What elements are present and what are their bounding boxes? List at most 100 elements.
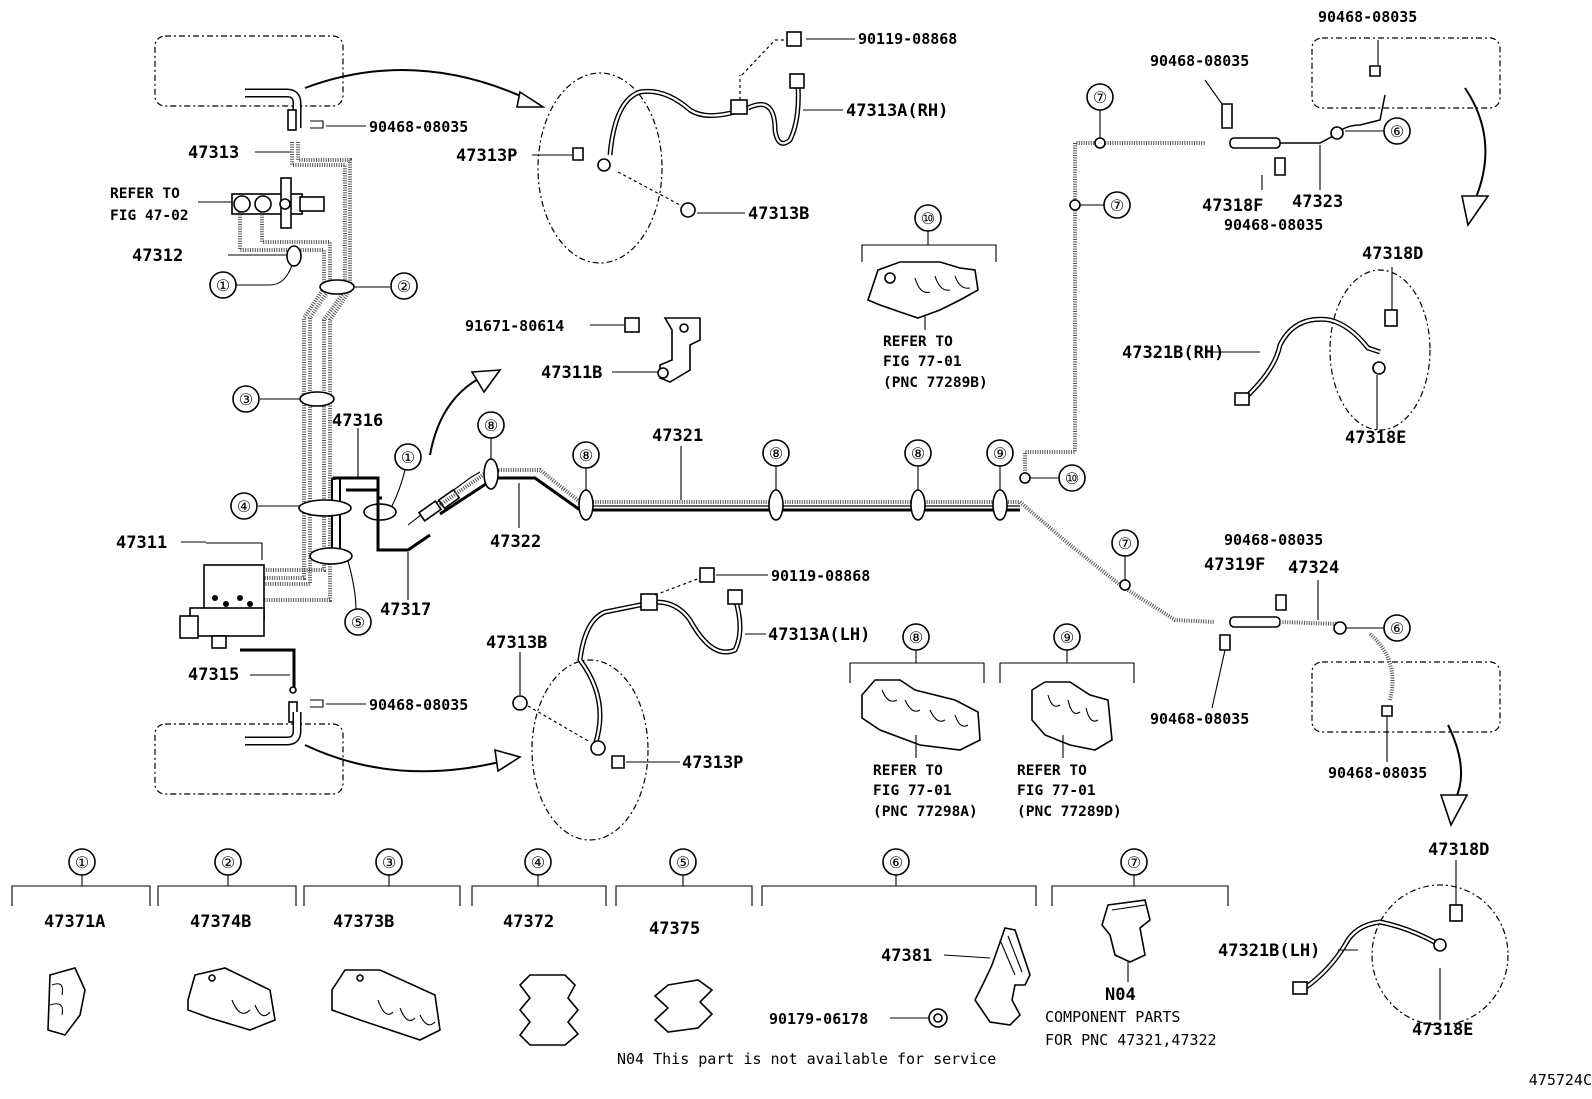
- label-47312: 47312: [132, 246, 183, 266]
- legend-7-note2: FOR PNC 47321,47322: [1045, 1031, 1217, 1049]
- callout-6-upper: ⑥: [1390, 122, 1404, 141]
- union-fitting-top: [287, 109, 297, 131]
- callout-7-upper-a: ⑦: [1093, 88, 1107, 107]
- label-90119-bottom: 90119-08868: [771, 567, 870, 585]
- legend-1-num: ①: [75, 853, 89, 872]
- clamp-2: [319, 279, 355, 295]
- fig-47-02-label: FIG 47-02: [110, 208, 189, 224]
- clamp-8d: [910, 489, 926, 521]
- legend-4-num: ④: [531, 853, 545, 872]
- clamp-10-detail: ⑩: [861, 204, 997, 330]
- label-47317: 47317: [380, 600, 431, 620]
- callout-6-lower: ⑥: [1390, 619, 1404, 638]
- legend-1: ① 47371A: [11, 848, 151, 1036]
- bolt-47313b-bottom: [512, 695, 528, 711]
- detail-ellipse-top: [537, 72, 663, 264]
- callout-3: ③: [239, 390, 253, 409]
- label-47324: 47324: [1288, 558, 1339, 578]
- bolt-47313b-top: [680, 202, 696, 218]
- callout-4: ④: [237, 497, 251, 516]
- legend-7-num: ⑦: [1127, 853, 1141, 872]
- legend-5: ⑤ 47375: [615, 848, 753, 1033]
- clamp-1-mid: [363, 503, 397, 521]
- legend-1-part: 47371A: [44, 912, 105, 932]
- label-90468-top-left: 90468-08035: [369, 118, 468, 136]
- label-47313p-top: 47313P: [456, 146, 517, 166]
- label-47313a-lh: 47313A(LH): [768, 625, 870, 645]
- main-tube: [438, 468, 1216, 624]
- legend-6: ⑥ 47381 90179-06178: [761, 848, 1037, 1028]
- detail-ellipse-lh: [1371, 884, 1509, 1026]
- callout-8-detail: ⑧: [909, 628, 923, 647]
- label-47318f: 47318F: [1202, 196, 1263, 216]
- detail-box-top-left: [154, 35, 546, 128]
- clip-47313p-top: [572, 147, 584, 161]
- hose-47321b-rh: [1234, 309, 1398, 406]
- clamp-10-point: [1019, 472, 1031, 484]
- bolt-90119-bottom: [699, 567, 715, 583]
- detail-box-bottom-right: [1311, 661, 1501, 733]
- label-90468-r5: 90468-08035: [1150, 710, 1249, 728]
- clamp-8b: [578, 489, 594, 521]
- label-47318e-top: 47318E: [1345, 428, 1406, 448]
- label-47318d-bottom: 47318D: [1428, 840, 1489, 860]
- bolt-90119-top: [786, 31, 802, 47]
- label-47313: 47313: [188, 143, 239, 163]
- clamp-1-upper: [286, 245, 302, 267]
- label-47318e-bottom: 47318E: [1412, 1020, 1473, 1040]
- legend-2: ② 47374B: [157, 848, 297, 1031]
- callout-8d: ⑧: [911, 444, 925, 463]
- c9-refer-to: REFER TO: [1017, 763, 1087, 779]
- label-90468-bottom-left: 90468-08035: [369, 696, 468, 714]
- label-47321: 47321: [652, 426, 703, 446]
- hose-47313a-lh: [577, 589, 743, 756]
- callout-10-detail: ⑩: [921, 209, 935, 228]
- callout-9-detail: ⑨: [1060, 628, 1074, 647]
- clamp-8c: [768, 489, 784, 521]
- c8-refer-to: REFER TO: [873, 763, 943, 779]
- legend-2-part: 47374B: [190, 912, 251, 932]
- bolt-91671: [624, 317, 640, 333]
- callout-8c: ⑧: [769, 444, 783, 463]
- c8-fig: FIG 77-01: [873, 783, 952, 799]
- detail-ellipse-bottom: [531, 659, 649, 841]
- clip-90468-r4: [1275, 594, 1287, 611]
- label-90468-r1: 90468-08035: [1150, 52, 1249, 70]
- label-47319f: 47319F: [1204, 555, 1265, 575]
- label-47313b-bottom: 47313B: [486, 633, 547, 653]
- label-47321b-rh: 47321B(RH): [1122, 343, 1224, 363]
- label-47316: 47316: [332, 411, 383, 431]
- label-47321b-lh: 47321B(LH): [1218, 941, 1320, 961]
- label-47313b-top: 47313B: [748, 204, 809, 224]
- legend-6-num: ⑥: [889, 853, 903, 872]
- legend-7-note1: COMPONENT PARTS: [1045, 1008, 1180, 1026]
- label-91671: 91671-80614: [465, 317, 564, 335]
- callout-1-upper: ①: [216, 276, 230, 295]
- legend-5-num: ⑤: [676, 853, 690, 872]
- clamp-3: [299, 391, 335, 407]
- clamp-4: [298, 499, 352, 517]
- callout-5: ⑤: [351, 613, 365, 632]
- clip-90468-bottom: [310, 699, 324, 708]
- master-cylinder: [231, 177, 325, 229]
- clip-90468-top: [310, 120, 324, 129]
- detail-ellipse-rh: [1329, 269, 1431, 431]
- detail-box-top-right: [1311, 37, 1501, 109]
- clamp-9-detail: ⑨: [999, 623, 1135, 758]
- c8-pnc: (PNC 77298A): [873, 804, 978, 820]
- clip-90468-r1: [1221, 103, 1233, 129]
- legend-4: ④ 47372: [471, 848, 607, 1046]
- label-90468-r3: 90468-08035: [1318, 8, 1417, 26]
- callout-8a: ⑧: [484, 416, 498, 435]
- callout-1-mid: ①: [401, 448, 415, 467]
- label-47311: 47311: [116, 533, 167, 553]
- label-47315: 47315: [188, 665, 239, 685]
- callout-9: ⑨: [993, 444, 1007, 463]
- legend-3: ③ 47373B: [303, 848, 461, 1041]
- label-47318d-top: 47318D: [1362, 244, 1423, 264]
- c10-refer-to: REFER TO: [883, 334, 953, 350]
- c9-pnc: (PNC 77289D): [1017, 804, 1122, 820]
- clamp-5: [309, 547, 353, 565]
- legend-7-part: N04: [1105, 985, 1136, 1005]
